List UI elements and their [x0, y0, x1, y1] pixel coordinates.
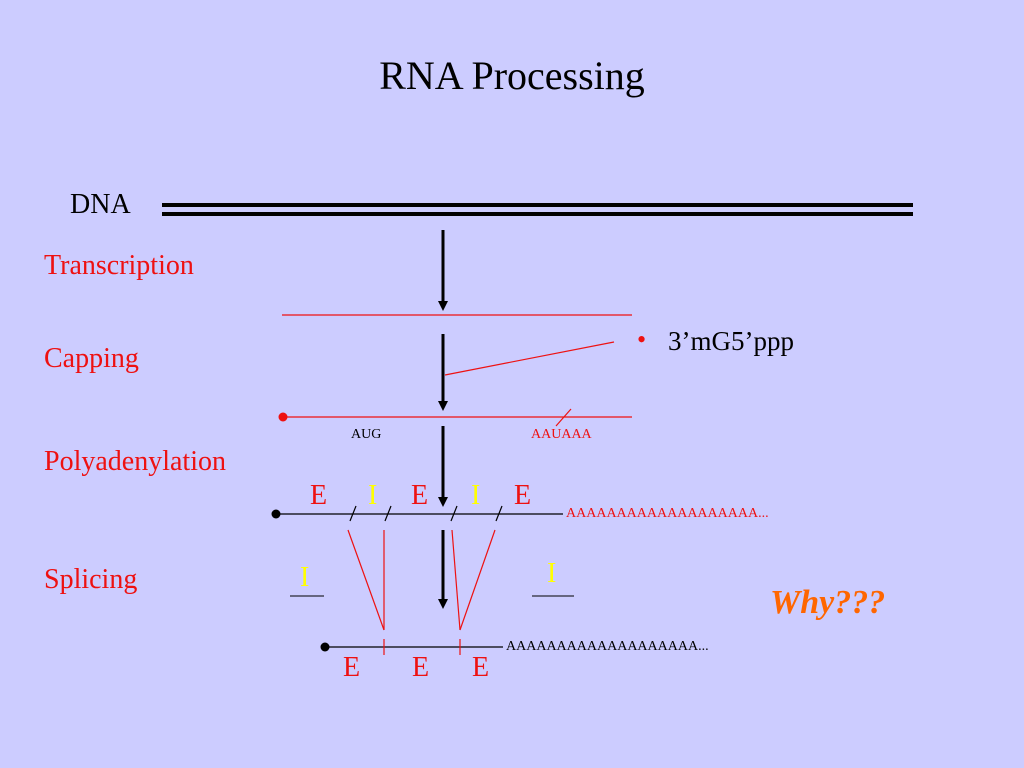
- step-transcription: Transcription: [44, 250, 194, 281]
- aauaaa-tick: [555, 408, 572, 427]
- exon-label: E: [411, 480, 429, 511]
- splice-site-slash: [450, 505, 458, 522]
- aug-marker: AUG: [351, 427, 382, 442]
- step-polyadenylation: Polyadenylation: [44, 446, 226, 477]
- poly-a-tail: AAAAAAAAAAAAAAAAAAA...: [566, 506, 769, 521]
- splice-line: [459, 529, 496, 631]
- mature-exon-label: E: [343, 652, 361, 683]
- exon-label: E: [310, 480, 328, 511]
- intron-label: I: [471, 480, 481, 511]
- splice-site-slash: [495, 505, 503, 522]
- splice-line: [451, 529, 461, 631]
- dna-label: DNA: [70, 189, 131, 220]
- removed-intron-label: I: [547, 558, 557, 589]
- why-question: Why???: [770, 584, 886, 621]
- cap-pointer-line: [444, 341, 615, 376]
- mature-exon-label: E: [472, 652, 490, 683]
- splice-site-slash: [384, 505, 392, 522]
- splice-line: [347, 529, 385, 631]
- splice-site-slash: [349, 505, 357, 522]
- cap-structure-label: 3’mG5’ppp: [668, 326, 794, 356]
- mature-exon-label: E: [412, 652, 430, 683]
- cap-bullet: •: [637, 325, 647, 354]
- step-capping: Capping: [44, 343, 139, 374]
- exon-label: E: [514, 480, 532, 511]
- step-splicing: Splicing: [44, 564, 138, 595]
- mature-poly-a-tail: AAAAAAAAAAAAAAAAAAA...: [506, 639, 709, 654]
- page-title: RNA Processing: [379, 53, 645, 98]
- removed-intron-label: I: [300, 562, 310, 593]
- intron-label: I: [368, 480, 378, 511]
- aauaaa-marker: AAUAAA: [531, 427, 592, 442]
